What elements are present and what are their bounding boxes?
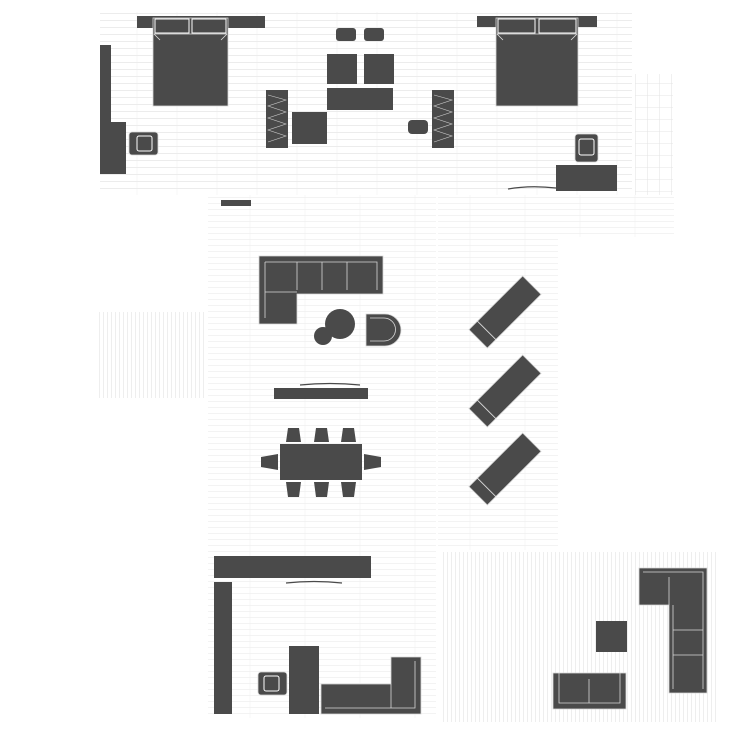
office bbox=[214, 556, 422, 715]
door-arc-office bbox=[285, 580, 343, 584]
dining-chair bbox=[314, 482, 329, 497]
sun-lounger bbox=[468, 275, 542, 349]
round-table-large bbox=[325, 309, 355, 339]
coffee-table bbox=[596, 621, 627, 652]
corner-sofa-office bbox=[320, 656, 422, 715]
threshold bbox=[221, 200, 251, 206]
desk-right bbox=[556, 165, 617, 191]
dining-chair bbox=[341, 482, 356, 497]
dining-chair bbox=[286, 482, 301, 497]
sun-lounger bbox=[468, 432, 542, 506]
dining-chair bbox=[286, 428, 301, 442]
cabinet-left bbox=[266, 90, 288, 148]
bedroom-left bbox=[100, 16, 265, 174]
stool-a bbox=[336, 28, 356, 41]
double-bed-right bbox=[495, 17, 579, 107]
armchair-a bbox=[327, 54, 357, 84]
lounge-chair bbox=[365, 313, 402, 347]
door-arc-right bbox=[507, 186, 557, 190]
floor-surfaces bbox=[96, 12, 716, 722]
chair-left bbox=[128, 131, 159, 156]
l-sofa bbox=[638, 567, 708, 694]
double-bed bbox=[152, 17, 229, 107]
desk-left bbox=[100, 122, 126, 174]
lounge bbox=[552, 567, 708, 710]
wall-shelf bbox=[214, 556, 371, 578]
dining-chair bbox=[261, 454, 278, 470]
stool-b bbox=[364, 28, 384, 41]
dining-chair bbox=[341, 428, 356, 442]
dining-table bbox=[280, 444, 362, 480]
round-table-small bbox=[314, 327, 332, 345]
sun-lounger bbox=[468, 354, 542, 428]
center-top-area bbox=[266, 28, 454, 148]
cabinet-right bbox=[432, 90, 454, 148]
bookcase bbox=[214, 582, 232, 714]
bench bbox=[327, 88, 393, 110]
deck-loungers bbox=[468, 275, 542, 506]
office-desk bbox=[289, 646, 319, 714]
tv-arc bbox=[299, 382, 361, 386]
sectional-sofa bbox=[258, 255, 384, 325]
floor-deck-left bbox=[96, 312, 204, 398]
chair-right bbox=[574, 133, 599, 163]
bedroom-right bbox=[477, 16, 617, 191]
dining-chair bbox=[314, 428, 329, 442]
floor-strip-right bbox=[438, 195, 674, 237]
pouf bbox=[408, 120, 428, 134]
office-chair bbox=[257, 671, 288, 696]
dining-chair bbox=[364, 454, 381, 470]
side-table bbox=[292, 112, 327, 144]
dining-set bbox=[261, 428, 381, 497]
armchair-b bbox=[364, 54, 394, 84]
living-room bbox=[258, 255, 402, 497]
tv-console bbox=[274, 388, 368, 399]
wardrobe-wall bbox=[100, 45, 111, 122]
loveseat bbox=[552, 672, 627, 710]
